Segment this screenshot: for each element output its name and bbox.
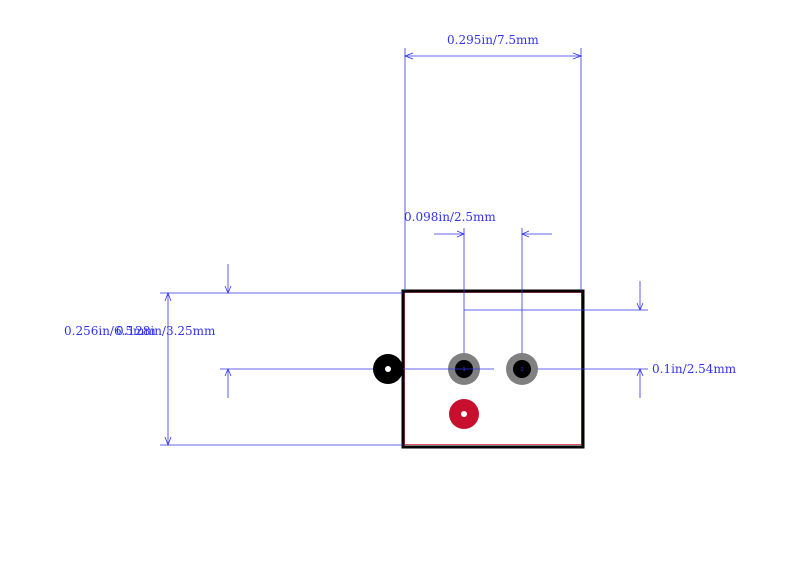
dim-right-arrow-bottom [636, 367, 644, 377]
dim-body-height [160, 291, 403, 447]
dim-width-arrow-left [403, 52, 414, 60]
pad-2[interactable]: 2 [506, 353, 538, 385]
dim-height-arrow-top [164, 291, 172, 302]
origin-marker [373, 354, 403, 384]
dim-height-arrow-bottom [164, 436, 172, 447]
dim-pin-pitch-label: 0.098in/2.5mm [404, 210, 496, 224]
origin-marker-center [385, 366, 391, 372]
dim-pin-offset-label: 0.128in/3.25mm [116, 324, 216, 338]
dim-offset-arrow-bottom [224, 367, 232, 377]
pad-2-hole [513, 360, 531, 378]
centroid-marker [449, 399, 479, 429]
dim-pin-offset [220, 264, 402, 398]
dim-pitch-arrow-right [520, 230, 530, 238]
centroid-marker-center [461, 411, 467, 417]
dim-width-arrow-right [572, 52, 583, 60]
dim-pitch-arrow-left [456, 230, 466, 238]
dim-pin-pitch [434, 228, 552, 369]
dim-body-width [403, 48, 583, 291]
dim-right-arrow-top [636, 302, 644, 312]
courtyard-outline [404, 292, 582, 445]
pad-2-number: 2 [521, 367, 524, 373]
dim-body-height-label: 0.256in/6.5mm [64, 324, 156, 338]
dim-pin-offset-right [464, 281, 648, 398]
dim-body-width-label: 0.295in/7.5mm [447, 33, 539, 47]
dim-pin-offset-right-label: 0.1in/2.54mm [652, 362, 737, 376]
pad-1-number: 1 [463, 367, 466, 373]
dim-offset-arrow-top [224, 285, 232, 295]
